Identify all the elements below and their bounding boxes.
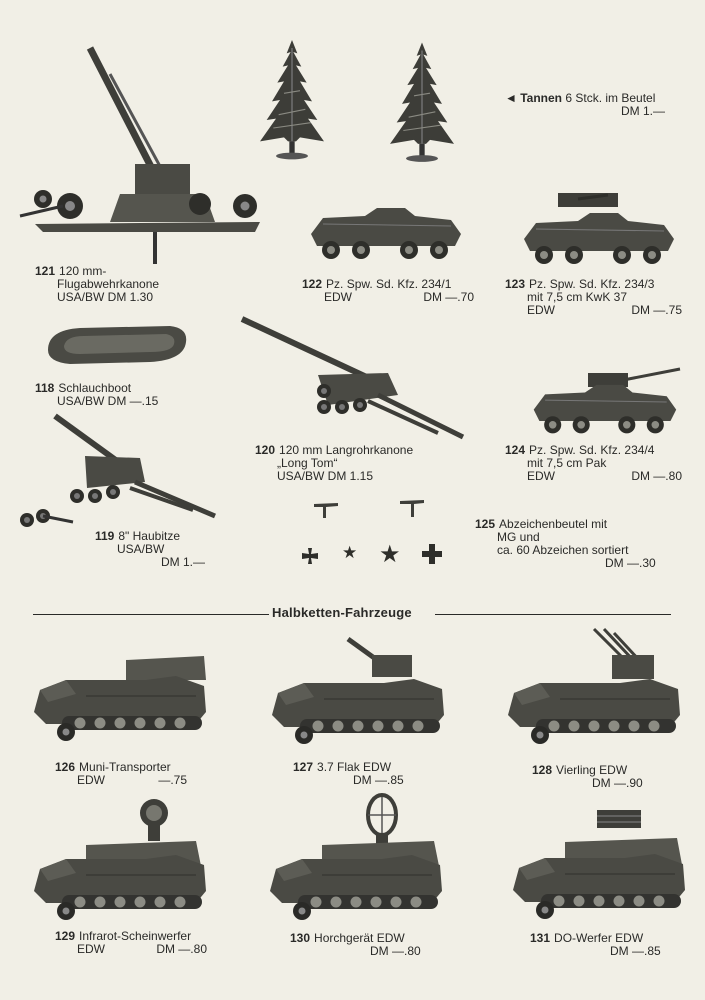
arrow-left-icon: ◄ xyxy=(505,91,517,105)
model-picture-127 xyxy=(271,636,445,745)
section-rule-left xyxy=(33,614,269,615)
model-picture-124 xyxy=(533,367,681,434)
model-picture-118 xyxy=(48,326,187,364)
model-picture-129 xyxy=(33,799,207,921)
model-picture-123 xyxy=(523,193,675,265)
section-rule-right xyxy=(435,614,671,615)
caption-trees: ◄ Tannen 6 Stck. im Beutel DM 1.— xyxy=(505,91,666,118)
section-title: Halbketten-Fahrzeuge xyxy=(272,605,412,620)
model-picture-121 xyxy=(19,46,260,264)
model-picture-119 xyxy=(20,413,216,527)
mg-icon xyxy=(400,500,424,517)
model-picture-130 xyxy=(269,793,443,921)
iron-cross-icon xyxy=(302,548,318,564)
star-icon: ★ xyxy=(379,541,401,568)
model-picture-131 xyxy=(512,810,686,920)
mg-icon xyxy=(314,503,338,518)
fir-tree-icon xyxy=(389,41,455,163)
cross-icon xyxy=(422,544,442,564)
model-picture-128 xyxy=(507,627,681,745)
star-icon: ★ xyxy=(342,543,358,562)
model-picture-126 xyxy=(33,656,207,742)
model-picture-120 xyxy=(240,316,465,440)
model-picture-122 xyxy=(310,207,462,260)
